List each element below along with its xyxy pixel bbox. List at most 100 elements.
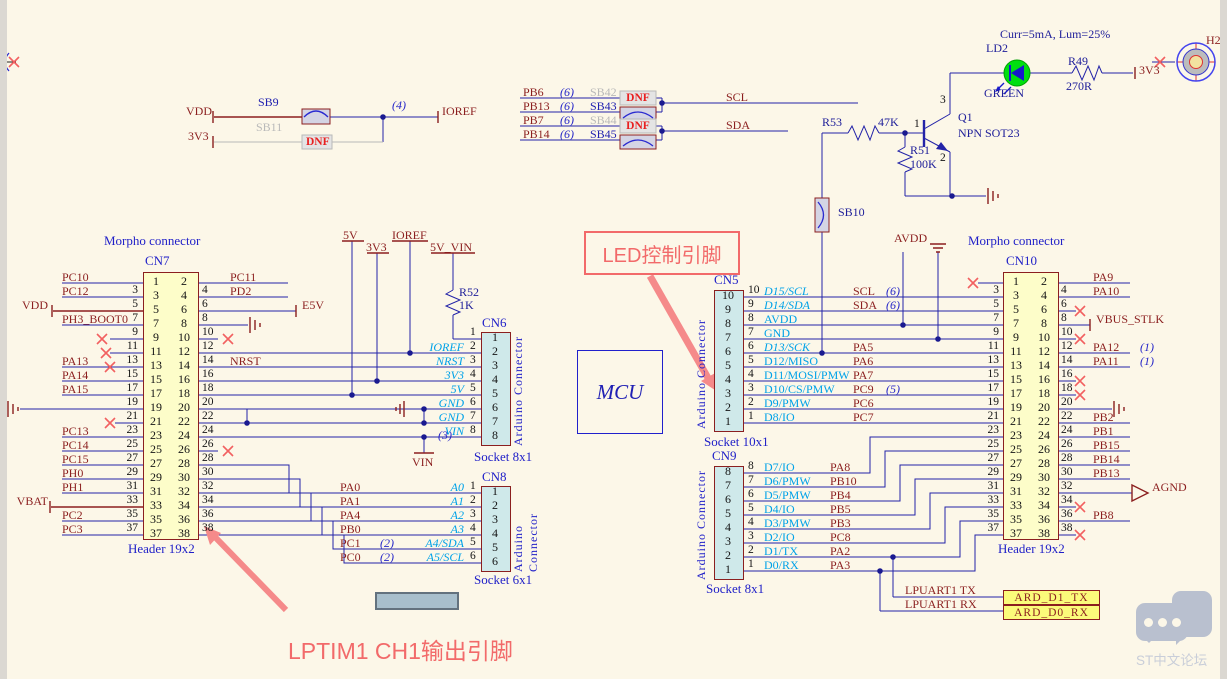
pin-number: 13 [1010, 358, 1022, 372]
pin-number: 23 [126, 424, 139, 436]
pin-number: 5 [1013, 302, 1019, 316]
wire-led-circuit [821, 61, 1175, 353]
net-label: NRST [230, 354, 261, 368]
no-connect-x-icon [1074, 501, 1086, 513]
pin-number: 32 [178, 484, 190, 498]
pin-number: 3 [470, 508, 476, 520]
pin-number: 31 [150, 484, 162, 498]
pin-number: 15 [126, 368, 139, 380]
pin-number: 8 [725, 464, 731, 478]
pin-number: 2 [1041, 274, 1047, 288]
pin-number: 19 [1010, 400, 1022, 414]
net-label: PB14 [523, 127, 550, 141]
dnf-label: DNF [626, 92, 650, 104]
pin-number: 6 [725, 344, 731, 358]
pin-number: 5 [748, 354, 754, 366]
mcu-pin-label: PB0 [340, 522, 361, 536]
r49-designator: R49 [1068, 54, 1089, 68]
lpuart-rx-label: LPUART1 RX [905, 597, 977, 611]
cn7-title: Morpho connector [104, 233, 201, 248]
pin-number: 18 [1038, 386, 1050, 400]
pin-number: 14 [178, 358, 190, 372]
vdd-port-label: VDD [186, 104, 212, 118]
pin-number: 13 [987, 354, 1000, 366]
pin-number: 7 [492, 414, 498, 428]
net-label: PB1 [1093, 424, 1114, 438]
q1-pin1-number: 1 [914, 118, 920, 130]
pin-number: 12 [178, 344, 190, 358]
led-current-note: Curr=5mA, Lum=25% [1000, 27, 1111, 41]
pin-number: 6 [1041, 302, 1047, 316]
rail-ioref-label: IOREF [392, 228, 427, 242]
speech-bubble-dots-icon [1136, 603, 1188, 643]
net-label: GND [438, 410, 464, 424]
net-label: PC10 [62, 270, 89, 284]
mcu-pin-label: PA0 [340, 480, 361, 494]
junction-dot [819, 350, 825, 356]
net-label: PB10 [830, 474, 857, 488]
pin-number: 10 [1038, 330, 1050, 344]
arduino-pin-name: D3/PMW [764, 516, 811, 530]
cn5-side-label: Arduino Connector [694, 319, 708, 429]
pin-number: 35 [126, 508, 139, 520]
pin-number: 6 [470, 396, 476, 408]
pin-number: 37 [126, 522, 139, 534]
net-label: SDA [853, 298, 878, 312]
pin-number: 38 [1061, 522, 1073, 534]
pin-number: 22 [1038, 414, 1050, 428]
net-label: PC11 [230, 270, 257, 284]
pin-number: 8 [202, 312, 208, 324]
r49-value: 270R [1066, 79, 1093, 93]
pin-number: 15 [150, 372, 162, 386]
pin-number: 17 [150, 386, 162, 400]
junction-dot [374, 378, 380, 384]
sheet-ref-4: (4) [392, 98, 406, 112]
pin-number: 7 [725, 330, 731, 344]
pin-number: 3 [492, 512, 498, 526]
pin-number: 4 [202, 284, 208, 296]
pin-number: 36 [202, 508, 214, 520]
junction-dot [244, 420, 250, 426]
pin-number: 16 [1061, 368, 1073, 380]
pin-number: 3 [748, 530, 754, 542]
arduino-pin-name: D9/PMW [764, 396, 811, 410]
cn6-footer: Socket 8x1 [474, 449, 533, 464]
pin-number: 10 [178, 330, 190, 344]
pin-number: 31 [126, 480, 139, 492]
arduino-pin-name: GND [764, 326, 790, 340]
junction-dot [949, 193, 955, 199]
wire-cn10-right [1057, 282, 1132, 536]
pin-number: 10 [1061, 326, 1073, 338]
h2-designator: H2 [1206, 33, 1221, 47]
pin-number: 2 [492, 498, 498, 512]
sheet-ref-tag: (5) [886, 382, 900, 396]
junction-dot [349, 392, 355, 398]
net-label: PB14 [1093, 452, 1120, 466]
pin-number: 14 [202, 354, 214, 366]
arduino-pin-name: D10/CS/PMW [764, 382, 835, 396]
net-label: PH0 [62, 466, 84, 480]
pin-number: 29 [987, 466, 1000, 478]
pin-number: 12 [1038, 344, 1050, 358]
net-label: PB15 [1093, 438, 1120, 452]
pin-number: 20 [1061, 396, 1073, 408]
pin-number: 27 [987, 452, 1000, 464]
net-label: A1 [450, 494, 464, 508]
pin-number: 8 [748, 460, 754, 472]
pin-number: 6 [470, 550, 476, 562]
pin-number: 9 [725, 302, 731, 316]
cn5-designator: CN5 [714, 272, 739, 287]
sb11-dnf-box [301, 134, 333, 150]
sb45-bridge-icon [619, 134, 657, 150]
pin-number: 24 [202, 424, 214, 436]
pin-number: 38 [1038, 526, 1050, 540]
pin-number: 4 [470, 522, 476, 534]
pin-number: 35 [150, 512, 162, 526]
net-label: PC8 [830, 530, 851, 544]
pin-number: 25 [126, 438, 139, 450]
pin-number: 3 [993, 284, 999, 296]
q1-type: NPN SOT23 [958, 126, 1020, 140]
net-label: PH1 [62, 480, 84, 494]
junction-dot [659, 100, 665, 106]
pin-number: 31 [1010, 484, 1022, 498]
